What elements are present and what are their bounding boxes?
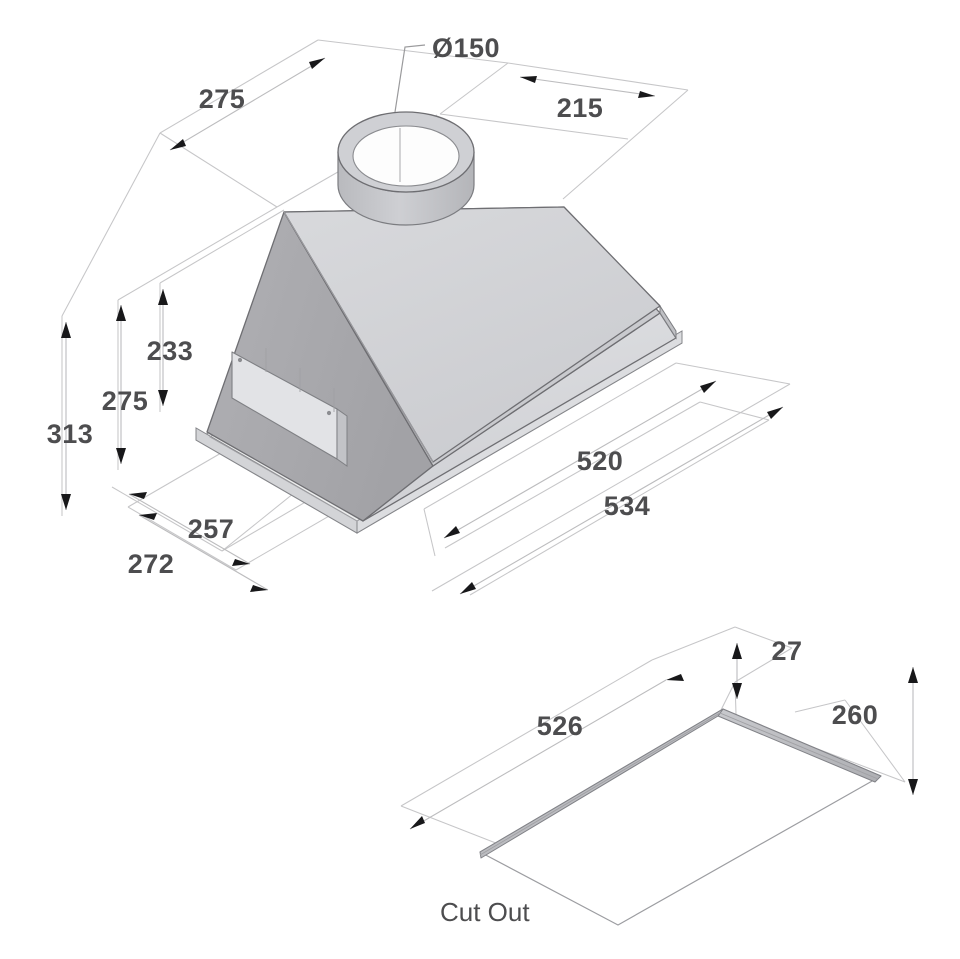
dim-label-313: 313 [47,419,94,449]
dim-label-27: 27 [771,636,802,666]
hood-right-band [659,304,677,340]
dim-label-233: 233 [147,336,194,366]
top-face-crease [283,211,434,463]
duct-diameter-leader [390,44,426,139]
dim-label-257: 257 [188,514,235,544]
dim-label-215: 215 [557,93,604,123]
cutout-rim-inner-crease [479,712,879,856]
cutout-arrowheads [410,643,918,829]
panel-edge-return [336,408,348,467]
range-hood-body [195,111,683,534]
main-view-dimension-lines [65,57,784,595]
dim-label-534: 534 [604,491,651,521]
dim-label-275-height: 275 [102,386,149,416]
cutout-label: Cut Out [440,897,530,927]
dim-label-260: 260 [832,700,879,730]
panel-screw-left [237,357,243,363]
dim-label-272: 272 [128,549,175,579]
panel-screw-right [326,410,332,416]
dim-label-520: 520 [577,446,624,476]
cutout-view: Cut Out 526 27 260 [400,626,918,927]
dim-label-526: 526 [537,711,584,741]
dim-label-duct-diameter: Ø150 [432,33,500,63]
dim-label-275-depth: 275 [199,84,246,114]
duct-collar-bore [352,125,460,187]
